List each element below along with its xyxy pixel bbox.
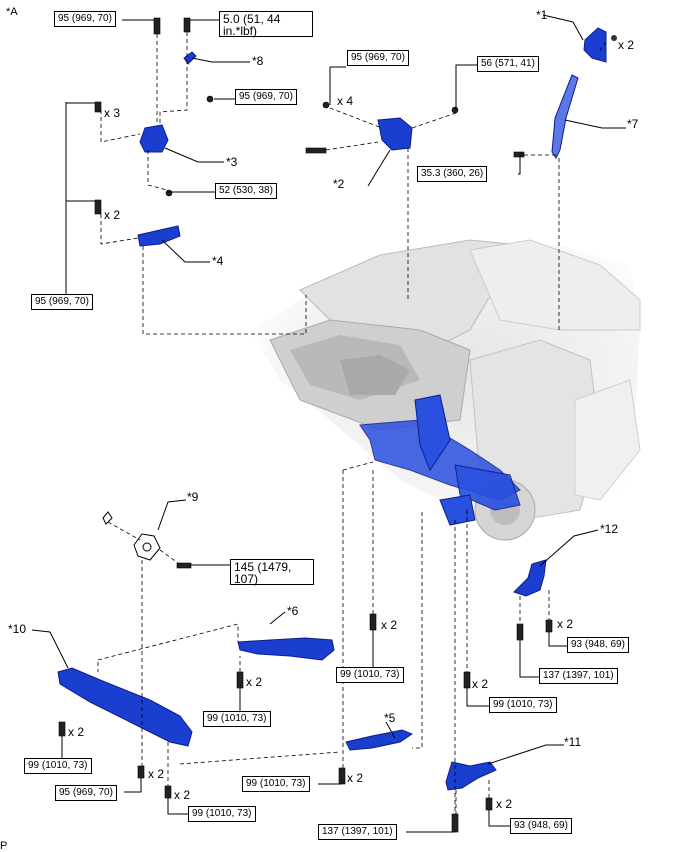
callout-label: *1 bbox=[536, 8, 548, 22]
alignment-lines bbox=[97, 32, 607, 814]
callout-label: *2 bbox=[333, 177, 345, 191]
part-5-brace bbox=[345, 729, 414, 751]
quantity-label: x 2 bbox=[618, 38, 635, 52]
quantity-label: x 4 bbox=[337, 94, 354, 108]
callout-label: *11 bbox=[564, 735, 582, 749]
torque-spec-box: 5.0 (51, 44 in.*lbf) bbox=[219, 11, 313, 37]
installed-suspension bbox=[359, 394, 521, 526]
quantity-label: x 2 bbox=[174, 788, 191, 802]
quantity-label: x 2 bbox=[347, 771, 364, 785]
torque-spec-box: 99 (1010, 73) bbox=[203, 711, 271, 727]
quantity-label: x 2 bbox=[472, 677, 489, 691]
part-1-bracket bbox=[583, 27, 617, 63]
part-7-arm bbox=[551, 74, 579, 159]
torque-spec-box: 137 (1397, 101) bbox=[318, 824, 397, 840]
torque-spec-box: 52 (530, 38) bbox=[215, 183, 277, 199]
torque-spec-box: 95 (969, 70) bbox=[54, 11, 116, 27]
quantity-label: x 2 bbox=[68, 725, 85, 739]
part-2-mount bbox=[377, 117, 413, 151]
callout-label: *3 bbox=[226, 155, 238, 169]
torque-spec-box: 95 (969, 70) bbox=[55, 785, 117, 801]
torque-spec-box: 137 (1397, 101) bbox=[539, 668, 618, 684]
torque-spec-box: 99 (1010, 73) bbox=[489, 697, 557, 713]
torque-spec-box: 99 (1010, 73) bbox=[242, 776, 310, 792]
part-4-bracket bbox=[137, 225, 181, 247]
callout-label: *7 bbox=[627, 117, 639, 131]
callout-label: *12 bbox=[600, 522, 619, 536]
part-9-mount bbox=[102, 511, 161, 561]
part-12-brace bbox=[513, 559, 547, 597]
quantity-label: x 2 bbox=[246, 675, 263, 689]
quantity-label: x 2 bbox=[496, 797, 513, 811]
quantity-label: x 2 bbox=[104, 208, 121, 222]
callout-label: *8 bbox=[252, 54, 264, 68]
vehicle-illustration bbox=[250, 239, 641, 541]
callout-label: *9 bbox=[187, 490, 199, 504]
torque-spec-box: 145 (1479, 107) bbox=[230, 559, 314, 585]
torque-spec-box: 95 (969, 70) bbox=[347, 50, 409, 66]
torque-spec-box: 93 (948, 69) bbox=[567, 637, 629, 653]
quantity-label: x 2 bbox=[381, 618, 398, 632]
torque-spec-box: 95 (969, 70) bbox=[31, 294, 93, 310]
part-6-brace bbox=[237, 637, 335, 661]
torque-spec-box: 93 (948, 69) bbox=[510, 818, 572, 834]
callout-label: *6 bbox=[287, 604, 299, 618]
quantity-label: x 3 bbox=[104, 106, 121, 120]
torque-spec-box: 99 (1010, 73) bbox=[188, 806, 256, 822]
callout-label: *10 bbox=[8, 622, 27, 636]
callout-label: *4 bbox=[212, 254, 224, 268]
callout-label: *5 bbox=[384, 711, 396, 725]
part-11-brace bbox=[445, 761, 497, 791]
figure-label: *A bbox=[6, 6, 18, 18]
torque-spec-box: 56 (571, 41) bbox=[477, 56, 539, 72]
footer-label: P bbox=[0, 840, 8, 852]
quantity-label: x 2 bbox=[557, 617, 574, 631]
torque-spec-box: 95 (969, 70) bbox=[235, 89, 297, 105]
quantity-label: x 2 bbox=[148, 767, 165, 781]
torque-spec-box: 99 (1010, 73) bbox=[24, 758, 92, 774]
torque-spec-box: 35.3 (360, 26) bbox=[417, 166, 488, 182]
part-10-crossmember bbox=[57, 667, 193, 747]
torque-spec-box: 99 (1010, 73) bbox=[336, 667, 404, 683]
part-3-bracket bbox=[139, 124, 169, 153]
